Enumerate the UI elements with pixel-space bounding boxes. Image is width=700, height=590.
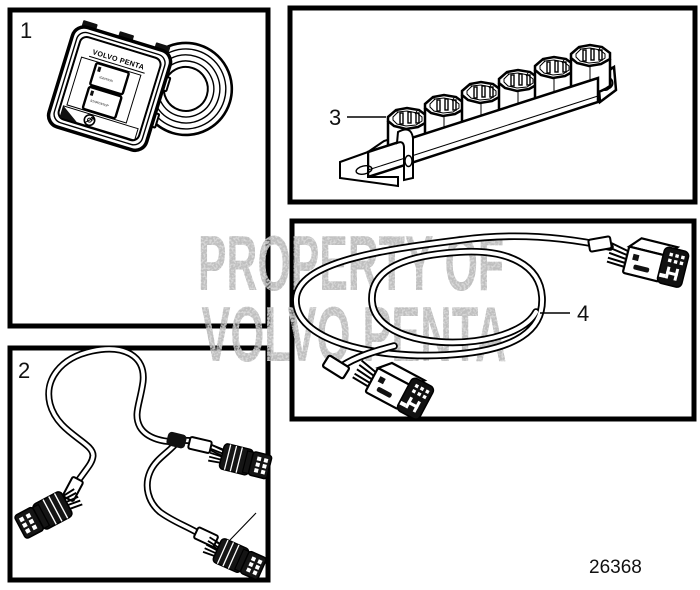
control-panel-illustration: VOLVO PENTA IGNITION START/STOP 1 xyxy=(20,18,234,153)
watermark-line2-speckle: VOLVO PENTA xyxy=(202,290,507,378)
watermark: PROPERTY OF VOLVO PENTA PROPERTY OF VOLV… xyxy=(198,219,507,378)
callout-3: 3 xyxy=(329,105,341,130)
start-stop-button-label: START/STOP xyxy=(90,99,109,108)
pointer-line xyxy=(229,512,257,541)
y-cable-illustration: 2 xyxy=(12,345,274,583)
volvo-iron-mark-icon xyxy=(83,114,96,127)
y-junction xyxy=(166,431,187,449)
extension-cable-illustration: 4 xyxy=(292,230,692,423)
callout-2: 2 xyxy=(18,358,30,383)
ignition-button-label: IGNITION xyxy=(99,75,113,83)
drawing-number: 26368 xyxy=(589,557,642,578)
callout-4: 4 xyxy=(577,301,589,326)
watermark-line1-speckle: PROPERTY OF xyxy=(198,219,504,307)
connector-hub-illustration: 3 xyxy=(329,43,618,188)
watermark-line1: PROPERTY OF xyxy=(198,219,504,307)
callout-1: 1 xyxy=(20,18,32,43)
